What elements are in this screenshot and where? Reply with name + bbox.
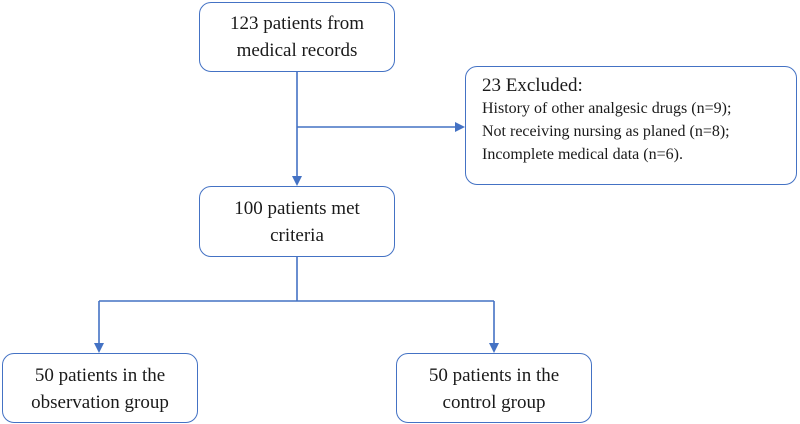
node-met-criteria: 100 patients met criteria (199, 186, 395, 257)
node-met-criteria-line2: criteria (270, 225, 324, 246)
node-medical-records: 123 patients from medical records (199, 2, 395, 72)
node-observation-group-line2: observation group (31, 392, 169, 413)
node-control-group-line2: control group (442, 392, 546, 413)
node-control-group: 50 patients in the control group (396, 353, 592, 423)
excluded-item: History of other analgesic drugs (n=9); (482, 100, 732, 117)
node-observation-group: 50 patients in the observation group (2, 353, 198, 423)
node-control-group-line1: 50 patients in the (428, 365, 560, 386)
node-medical-records-line2: medical records (236, 40, 358, 61)
node-met-criteria-line1: 100 patients met (234, 198, 360, 219)
node-excluded: 23 Excluded: History of other analgesic … (465, 66, 797, 185)
excluded-item: Incomplete medical data (n=6). (482, 146, 683, 163)
node-observation-group-line1: 50 patients in the (34, 365, 166, 386)
excluded-item: Not receiving nursing as planed (n=8); (482, 123, 730, 140)
excluded-title: 23 Excluded: (482, 75, 583, 96)
node-medical-records-line1: 123 patients from (229, 13, 365, 34)
